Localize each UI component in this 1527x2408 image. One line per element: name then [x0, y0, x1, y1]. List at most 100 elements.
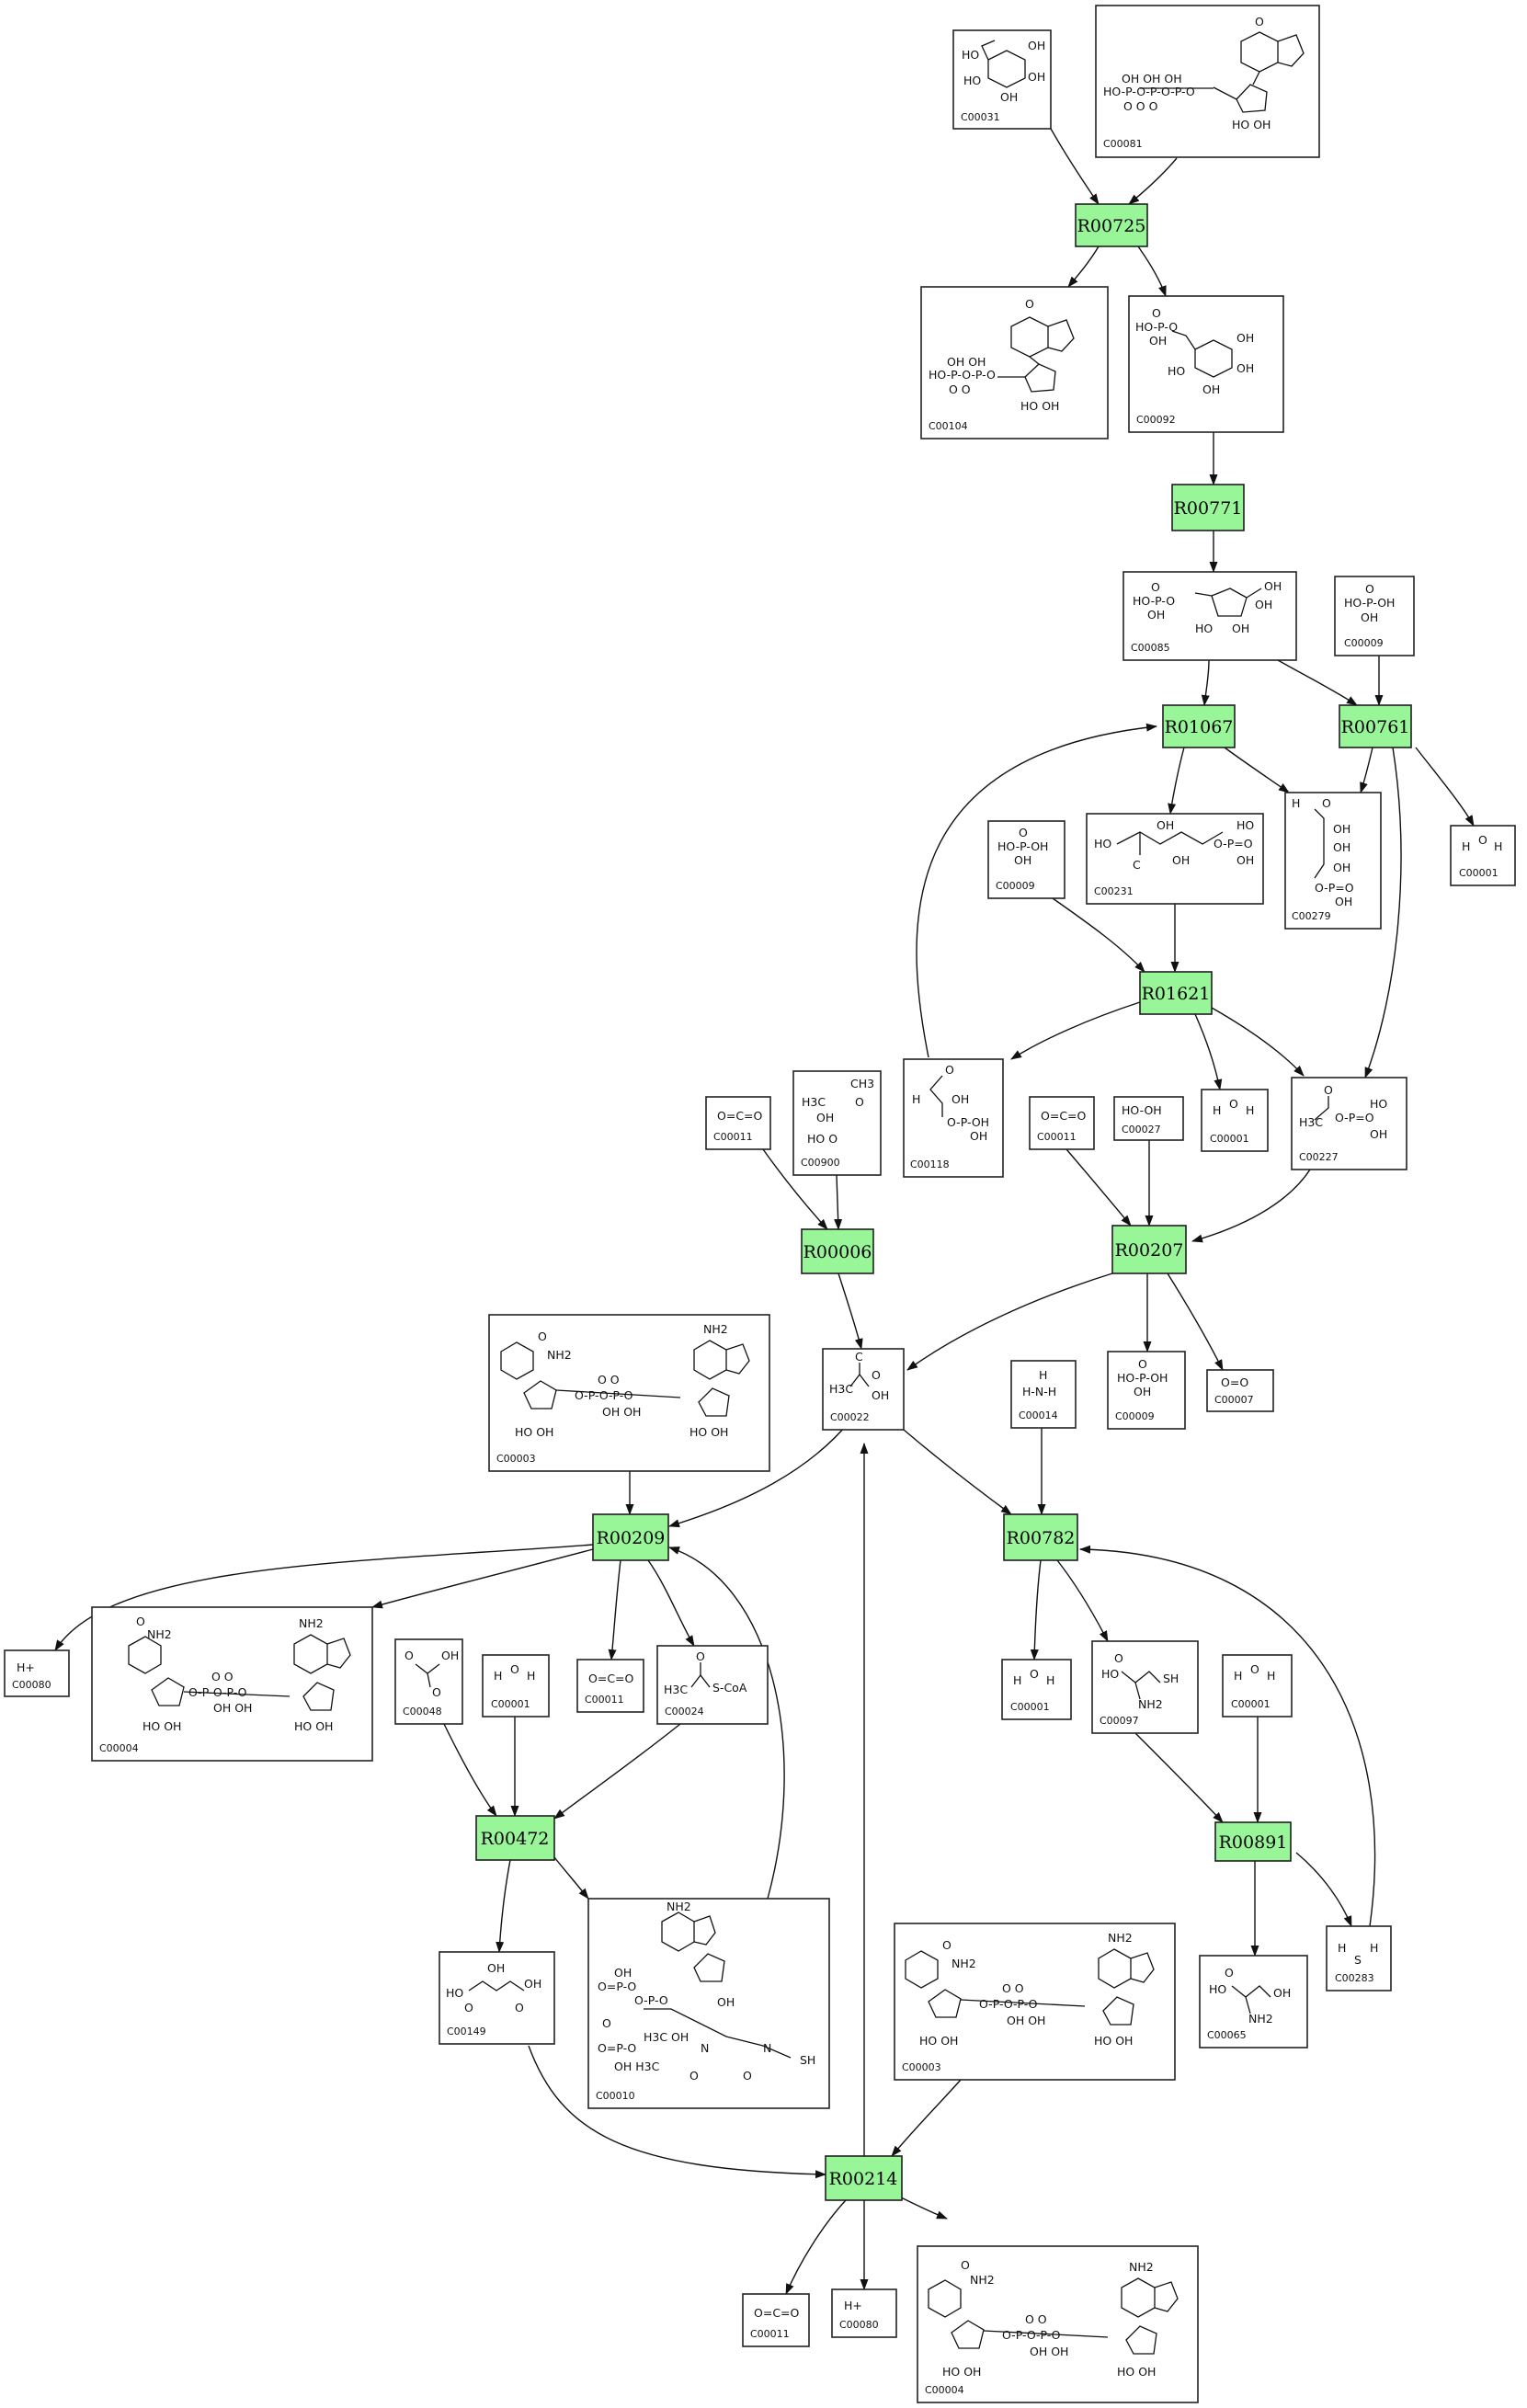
atom-label: H: [1267, 1669, 1275, 1683]
compound-node-c00014[interactable]: H H-N-H C00014: [1010, 1360, 1077, 1429]
atom-label: OH: [1028, 39, 1045, 52]
structure-drawing: [1314, 808, 1325, 879]
compound-node-c00118[interactable]: O H OH O-P-OH OH C00118: [903, 1058, 1004, 1178]
reaction-label: R00207: [1115, 1240, 1184, 1261]
atom-label: OH OH: [947, 355, 986, 369]
reaction-node-r00472[interactable]: R00472: [475, 1815, 555, 1861]
atom-label: O: [464, 2001, 473, 2014]
compound-node-c00011[interactable]: O=C=O C00011: [1029, 1096, 1095, 1150]
compound-node-c00010[interactable]: NH2 OH O=P-O O-P-O OH O H3C OH O=P-O N N…: [587, 1898, 830, 2109]
compound-node-c00231[interactable]: OH HO HO O-P=O C OH OH C00231: [1086, 813, 1264, 905]
atom-label: O: [1030, 1667, 1039, 1681]
compound-node-c00001[interactable]: H O H C00001: [1001, 1659, 1072, 1720]
atom-label: NH2: [1248, 2012, 1273, 2026]
compound-id: C00080: [12, 1679, 51, 1691]
compound-node-c00283[interactable]: H S H C00283: [1326, 1925, 1392, 1991]
compound-node-c00104[interactable]: O OH OH HO-P-O-P-O O O HO OH C00104: [920, 286, 1109, 439]
compound-node-c00031[interactable]: HO OH OH HO OH C00031: [952, 29, 1052, 130]
compound-node-c00009[interactable]: O HO-P-OH OH C00009: [1334, 576, 1415, 656]
atom-label: HO-P-OH: [1117, 1371, 1168, 1385]
structure-drawing: [1194, 588, 1262, 617]
reaction-node-r00891[interactable]: R00891: [1214, 1821, 1292, 1862]
reaction-node-r00209[interactable]: R00209: [592, 1513, 669, 1561]
compound-node-c00004[interactable]: O NH2 NH2 O O O-P-O-P-O OH OH HO OH HO O…: [917, 2245, 1199, 2403]
compound-node-c00022[interactable]: C H3C O OH C00022: [822, 1348, 905, 1431]
compound-id: C00014: [1019, 1409, 1058, 1421]
compound-node-c00081[interactable]: O OH OH OH HO-P-O-P-O-P-O O O O HO OH C0…: [1095, 5, 1320, 158]
reaction-node-r00771[interactable]: R00771: [1171, 484, 1245, 531]
atom-label: H: [1039, 1368, 1047, 1382]
atom-label: HO-P-O-P-O-P-O: [1103, 85, 1195, 98]
compound-node-c00011[interactable]: O=C=O C00011: [576, 1659, 644, 1713]
compound-id: C00004: [925, 2384, 964, 2396]
atom-label: O-P-O: [634, 1993, 668, 2007]
compound-id: C00011: [585, 1694, 624, 1706]
compound-node-c00011[interactable]: O=C=O C00011: [742, 2293, 810, 2347]
atom-label: HO-P-OH: [997, 839, 1048, 853]
compound-id: C00097: [1100, 1715, 1139, 1727]
compound-node-c00065[interactable]: O HO OH NH2 C00065: [1199, 1955, 1308, 2049]
compound-node-c00007[interactable]: O=O C00007: [1206, 1369, 1274, 1412]
atom-label: CH3: [850, 1077, 874, 1090]
compound-node-c00080[interactable]: H+ C00080: [4, 1649, 70, 1697]
edge-r00006-c00022: [838, 1272, 863, 1350]
compound-node-c00003[interactable]: O NH2 NH2 O O O-P-O-P-O OH OH HO OH HO O…: [488, 1314, 770, 1472]
atom-label: O: [1019, 826, 1028, 839]
structure-drawing: [468, 1980, 525, 1991]
atom-label: O: [945, 1063, 954, 1077]
atom-label: H+: [844, 2299, 862, 2312]
structure-drawing: [500, 1340, 750, 1417]
compound-id: C00011: [1037, 1131, 1077, 1143]
compound-id: C00022: [830, 1411, 870, 1423]
compound-id: C00001: [1459, 867, 1499, 879]
atom-label: HO OH: [515, 1425, 553, 1439]
reaction-node-r00761[interactable]: R00761: [1339, 704, 1412, 748]
compound-node-c00024[interactable]: O H3C S-CoA C00024: [656, 1645, 769, 1725]
compound-node-c00149[interactable]: OH HO OH O O C00149: [439, 1951, 555, 2045]
compound-id: C00900: [801, 1157, 840, 1169]
reaction-node-r00207[interactable]: R00207: [1111, 1225, 1187, 1274]
compound-id: C00065: [1207, 2029, 1247, 2041]
atom-label: HO: [1094, 837, 1111, 850]
edge-c00085-r00761: [1277, 659, 1358, 706]
atom-label: OH: [1236, 361, 1254, 375]
reaction-node-r00214[interactable]: R00214: [825, 2155, 903, 2201]
compound-node-c00279[interactable]: H O OH OH OH O-P=O OH C00279: [1284, 792, 1382, 930]
compound-node-c00097[interactable]: O HO SH NH2 C00097: [1091, 1640, 1199, 1734]
reaction-node-r00782[interactable]: R00782: [1003, 1513, 1078, 1561]
atom-label: NH2: [1129, 2260, 1154, 2274]
reaction-node-r01067[interactable]: R01067: [1162, 704, 1236, 748]
compound-node-c00048[interactable]: O OH O C00048: [394, 1638, 463, 1725]
compound-node-c00900[interactable]: CH3 H3C O OH HO O C00900: [792, 1070, 882, 1176]
reaction-node-r00006[interactable]: R00006: [801, 1228, 874, 1274]
compound-node-c00092[interactable]: O HO-P-O OH OH OH HO OH C00092: [1128, 295, 1284, 433]
compound-node-c00227[interactable]: O HO H3C O-P=O OH C00227: [1291, 1077, 1407, 1170]
atom-label: OH: [1134, 1385, 1151, 1398]
atom-label: C: [855, 1350, 863, 1364]
compound-node-c00003[interactable]: O NH2 NH2 O O O-P-O-P-O OH OH HO OH HO O…: [894, 1923, 1176, 2081]
compound-node-c00085[interactable]: O HO-P-O OH OH OH HO OH C00085: [1122, 571, 1297, 661]
atom-label: OH OH: [1007, 2014, 1045, 2027]
atom-label: H: [1338, 1941, 1346, 1955]
atom-label: OH: [952, 1092, 969, 1106]
reaction-node-r00725[interactable]: R00725: [1075, 203, 1148, 247]
compound-node-c00001[interactable]: H O H C00001: [482, 1654, 550, 1718]
edge-c00118-r01067: [916, 723, 1157, 1058]
structure-drawing: [928, 2277, 1179, 2355]
reaction-node-r01621[interactable]: R01621: [1139, 971, 1213, 1015]
compound-node-c00011[interactable]: O=C=O C00011: [705, 1096, 771, 1150]
compound-node-c00027[interactable]: HO-OH C00027: [1113, 1096, 1184, 1141]
compound-node-c00001[interactable]: H O H C00001: [1201, 1089, 1269, 1152]
edge-r00207-c00022: [906, 1272, 1113, 1371]
atom-label: O: [510, 1662, 519, 1676]
compound-node-c00004[interactable]: O NH2 NH2 O O O-P-O-P-O OH OH HO OH HO O…: [91, 1606, 373, 1762]
compound-node-c00001[interactable]: H O H C00001: [1450, 825, 1516, 886]
edges: [54, 128, 1475, 2295]
compound-node-c00009[interactable]: O HO-P-OH OH C00009: [987, 820, 1065, 899]
compound-node-c00009[interactable]: O HO-P-OH OH C00009: [1107, 1351, 1186, 1430]
atom-label: O O: [1002, 1981, 1024, 1995]
atom-label: HO OH: [1232, 118, 1271, 131]
compound-node-c00001[interactable]: H O H C00001: [1222, 1654, 1293, 1718]
compound-node-c00080[interactable]: H+ C00080: [831, 2288, 897, 2338]
atom-label: OH H3C: [614, 2060, 660, 2073]
